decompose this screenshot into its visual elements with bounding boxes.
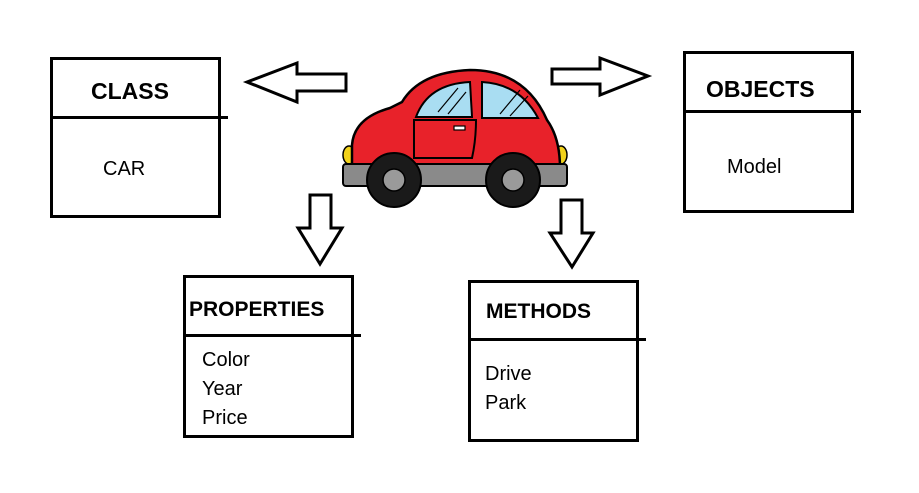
arrow-left-icon: [242, 60, 348, 105]
property-item: Year: [202, 378, 243, 400]
class-box: CLASS CAR: [50, 57, 228, 218]
methods-box-divider: [468, 338, 646, 341]
car-icon: [342, 68, 568, 208]
method-item: Drive: [485, 363, 532, 385]
class-item: CAR: [103, 158, 146, 180]
methods-box-body: Drive Park: [485, 360, 532, 418]
properties-box-body: Color Year Price: [202, 346, 250, 433]
class-box-body: CAR: [103, 155, 145, 184]
objects-box-body: Model: [727, 153, 781, 182]
object-item: Model: [727, 156, 782, 178]
objects-box-divider: [683, 110, 861, 113]
methods-box: METHODS Drive Park: [468, 280, 646, 442]
objects-box-title: OBJECTS: [706, 76, 815, 102]
property-item: Color: [202, 349, 250, 371]
properties-box-title: PROPERTIES: [189, 298, 325, 321]
properties-box: PROPERTIES Color Year Price: [183, 275, 361, 438]
properties-box-divider: [183, 334, 361, 337]
method-item: Park: [485, 392, 527, 414]
class-box-divider: [50, 116, 228, 119]
arrow-right-icon: [550, 55, 653, 98]
class-box-title: CLASS: [91, 78, 169, 104]
objects-box: OBJECTS Model: [683, 51, 861, 213]
methods-box-title: METHODS: [486, 300, 591, 323]
property-item: Price: [202, 407, 248, 429]
arrow-down-icon: [547, 198, 596, 270]
arrow-down-icon: [295, 193, 345, 267]
